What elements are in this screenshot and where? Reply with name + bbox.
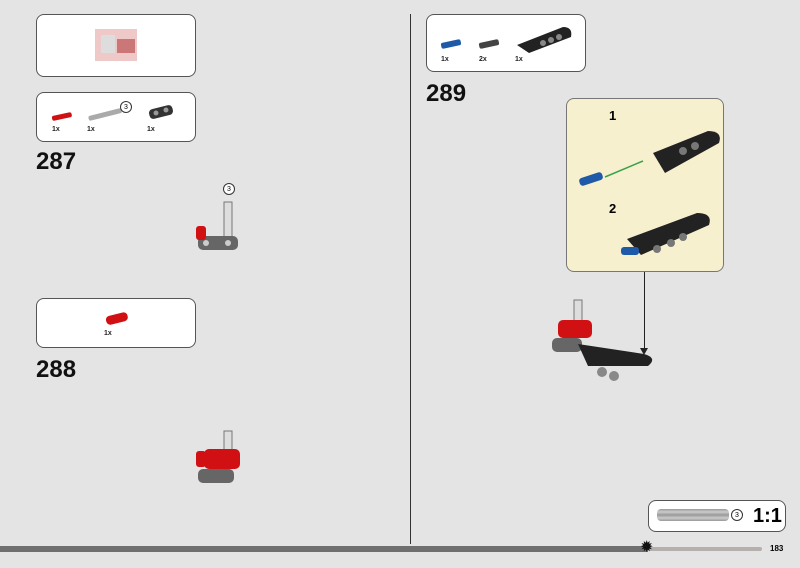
substep-2-image [621,213,710,255]
black-connector-icon [148,105,174,119]
model-preview-box [36,14,196,77]
part-qty: 1x [441,56,449,63]
gray-axle-icon [88,108,122,121]
page-number: 183 [770,544,784,553]
arrow-line [644,272,645,352]
scale-box: 3 1:1 [648,500,786,532]
parts-list-288: 1x [36,298,196,348]
assembly-288 [196,430,240,483]
black-pin-icon [478,39,500,49]
part-qty: 2x [479,56,487,63]
part-qty: 1x [104,330,112,337]
part-qty: 1x [87,126,95,133]
model-preview-image [95,29,137,61]
progress-bar-filled [0,546,648,552]
red-beam-icon [105,312,128,325]
scale-label: 1:1 [753,505,782,527]
step-number: 289 [426,80,467,107]
red-axle-icon [51,112,72,121]
length-callout: 3 [120,101,132,113]
assembly-287 [196,201,238,250]
substep-callout: 1 2 [566,98,724,272]
part-qty: 1x [52,126,60,133]
length-callout: 3 [223,183,235,195]
parts-list-287: 1x 3 1x 1x [36,92,196,142]
progress-marker-icon: ✹ [640,539,654,556]
part-qty: 1x [515,56,523,63]
step-number: 287 [36,148,77,175]
substep-1-image [579,131,720,186]
page-divider [410,14,411,544]
black-panel-icon [517,27,572,53]
step-number: 288 [36,356,77,383]
parts-list-289: 1x 2x 1x [426,14,586,72]
blue-pin-icon [440,39,462,49]
substep-number: 1 [609,108,617,123]
substep-number: 2 [609,201,617,216]
axle-length-ruler [657,509,729,521]
arrow-head-icon [640,348,648,355]
progress-bar-track [648,547,762,551]
length-callout: 3 [731,509,743,521]
part-qty: 1x [147,126,155,133]
assembly-289 [552,299,653,381]
